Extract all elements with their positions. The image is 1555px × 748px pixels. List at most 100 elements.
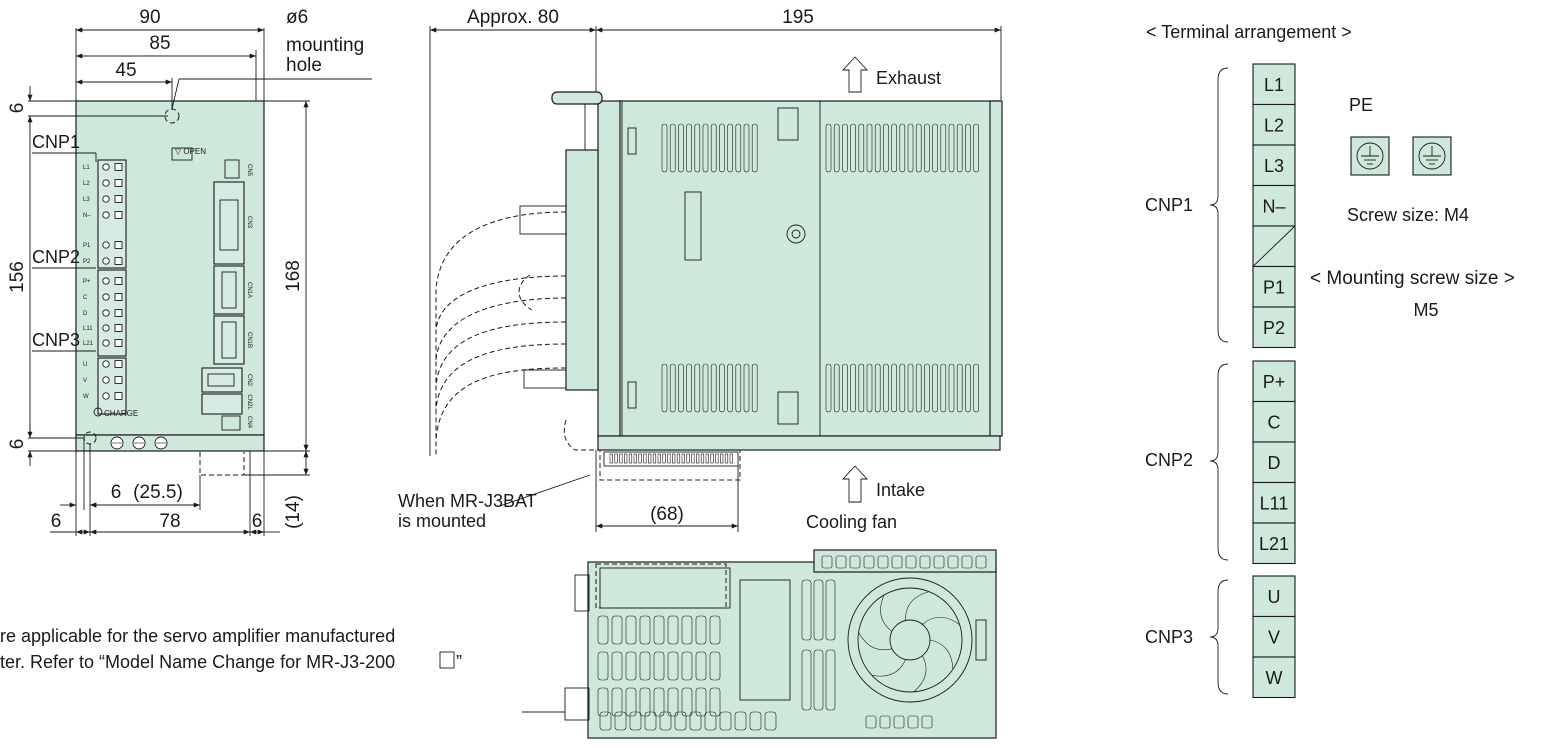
front-pin-label: L3 [83,197,90,203]
terminal-title: < Terminal arrangement > [1146,22,1352,42]
side-rear-panel [989,100,1003,437]
cnp3-brace [1209,579,1229,695]
pe-screws-front [110,436,168,450]
front-pin-label: N– [83,213,91,219]
terminal-cell-label: L21 [1259,534,1289,554]
front-cnp2-label: CNP2 [32,247,80,267]
dim-78: 78 [159,511,180,532]
front-pin: C [83,293,123,301]
dim-68: (68) [650,504,684,525]
terminal-cell-l1: L1 [1252,63,1296,106]
front-pin-label: P+ [83,279,91,285]
dim-168: 168 [283,260,304,292]
side-screw [786,224,806,244]
terminal-cell-label: P1 [1263,278,1285,298]
terminal-cell-label: L2 [1264,116,1284,136]
front-pin-label: V [83,378,87,384]
terminal-cell-label: U [1268,587,1281,607]
mounting-title: < Mounting screw size > [1310,268,1515,289]
side-view: Approx. 80 195 [398,7,1003,532]
terminal-cell-d: D [1252,441,1296,484]
front-pin-label: L11 [83,326,93,332]
front-pin: D [83,309,123,317]
dim-14: (14) [283,495,304,529]
front-pin-label: P1 [83,243,91,249]
front-pin: P1 [83,241,123,249]
terminal-cell-p1: P1 [1252,265,1296,308]
terminal-cell-label: C [1268,413,1281,433]
charge-lamp [93,407,103,417]
cn2-connector [201,367,243,393]
intake-arrow [841,465,869,503]
terminal-cell-label: P+ [1263,372,1286,392]
connector-label: CN5 [246,164,252,177]
dim-90: 90 [139,7,160,28]
bottom-top-strip [813,549,997,573]
side-front-cover [597,100,621,437]
connector-label: CN4 [246,416,252,429]
pe-label: PE [1349,95,1373,115]
connector-label: CN2L [246,394,252,410]
terminal-cell-label: L1 [1264,75,1284,95]
dim-bottom-6: 6 [7,439,28,450]
terminal-cell-label: V [1268,628,1280,648]
screw-size: Screw size: M4 [1347,205,1469,225]
front-pin-label: U [83,362,87,368]
footnote: re applicable for the servo amplifier ma… [0,626,462,672]
front-pin-label: C [83,295,88,301]
note-line-2: ter. Refer to “Model Name Change for MR-… [0,652,395,672]
terminal-cell-label: L3 [1264,156,1284,176]
cn3-connector [213,181,245,265]
front-cnp1-label: CNP1 [32,132,80,152]
terminal-cell-label: L11 [1260,494,1289,514]
front-pin-label: L21 [83,341,94,347]
cn2l-connector [201,393,243,415]
front-pin: N– [83,211,123,219]
terminal-cell-blank [1252,225,1296,268]
bottom-vents [597,555,987,731]
side-bottom [597,435,1001,451]
intake-label: Intake [876,480,925,500]
connector-label: CN1B [246,332,252,348]
front-pin: W [83,392,123,400]
vent-slots [661,123,979,413]
terminal-cell-u: U [1252,575,1296,618]
connector-label: CN1A [246,282,252,298]
cn2-plug [523,369,567,389]
note-line-1: re applicable for the servo amplifier ma… [0,626,395,646]
note-line-2-end: ” [456,652,462,672]
terminal-cell-v: V [1252,615,1296,658]
open-tab [171,147,193,161]
front-pin: U [83,360,123,368]
front-pin: L11 [83,324,123,332]
connector-label: CN3 [246,216,252,229]
dim-195: 195 [782,7,814,28]
terminal-cell-label: P2 [1263,318,1285,338]
dim-156: 156 [7,261,28,293]
terminal-cell-n-: N– [1252,184,1296,227]
open-label: ▽ OPEN [175,147,206,156]
connector-label: CN2 [246,374,252,387]
term-cnp1-label: CNP1 [1145,195,1193,215]
dim-6-right: 6 [252,511,263,532]
bottom-housing [587,561,997,739]
front-pin: V [83,376,123,384]
battery-note-1: When MR-J3BAT [398,491,537,511]
charge-label: CHARGE [104,409,138,418]
front-pin: P2 [83,257,123,265]
fan-outer [847,577,973,703]
mounting-value: M5 [1413,300,1438,320]
front-pin-label: W [83,394,89,400]
dim-45: 45 [115,60,136,81]
exhaust-arrow [841,56,869,93]
cables [435,211,567,455]
terminal-cell-p2: P2 [1252,306,1296,349]
front-pin-label: L2 [83,181,90,187]
front-bottom-strip [75,434,265,452]
